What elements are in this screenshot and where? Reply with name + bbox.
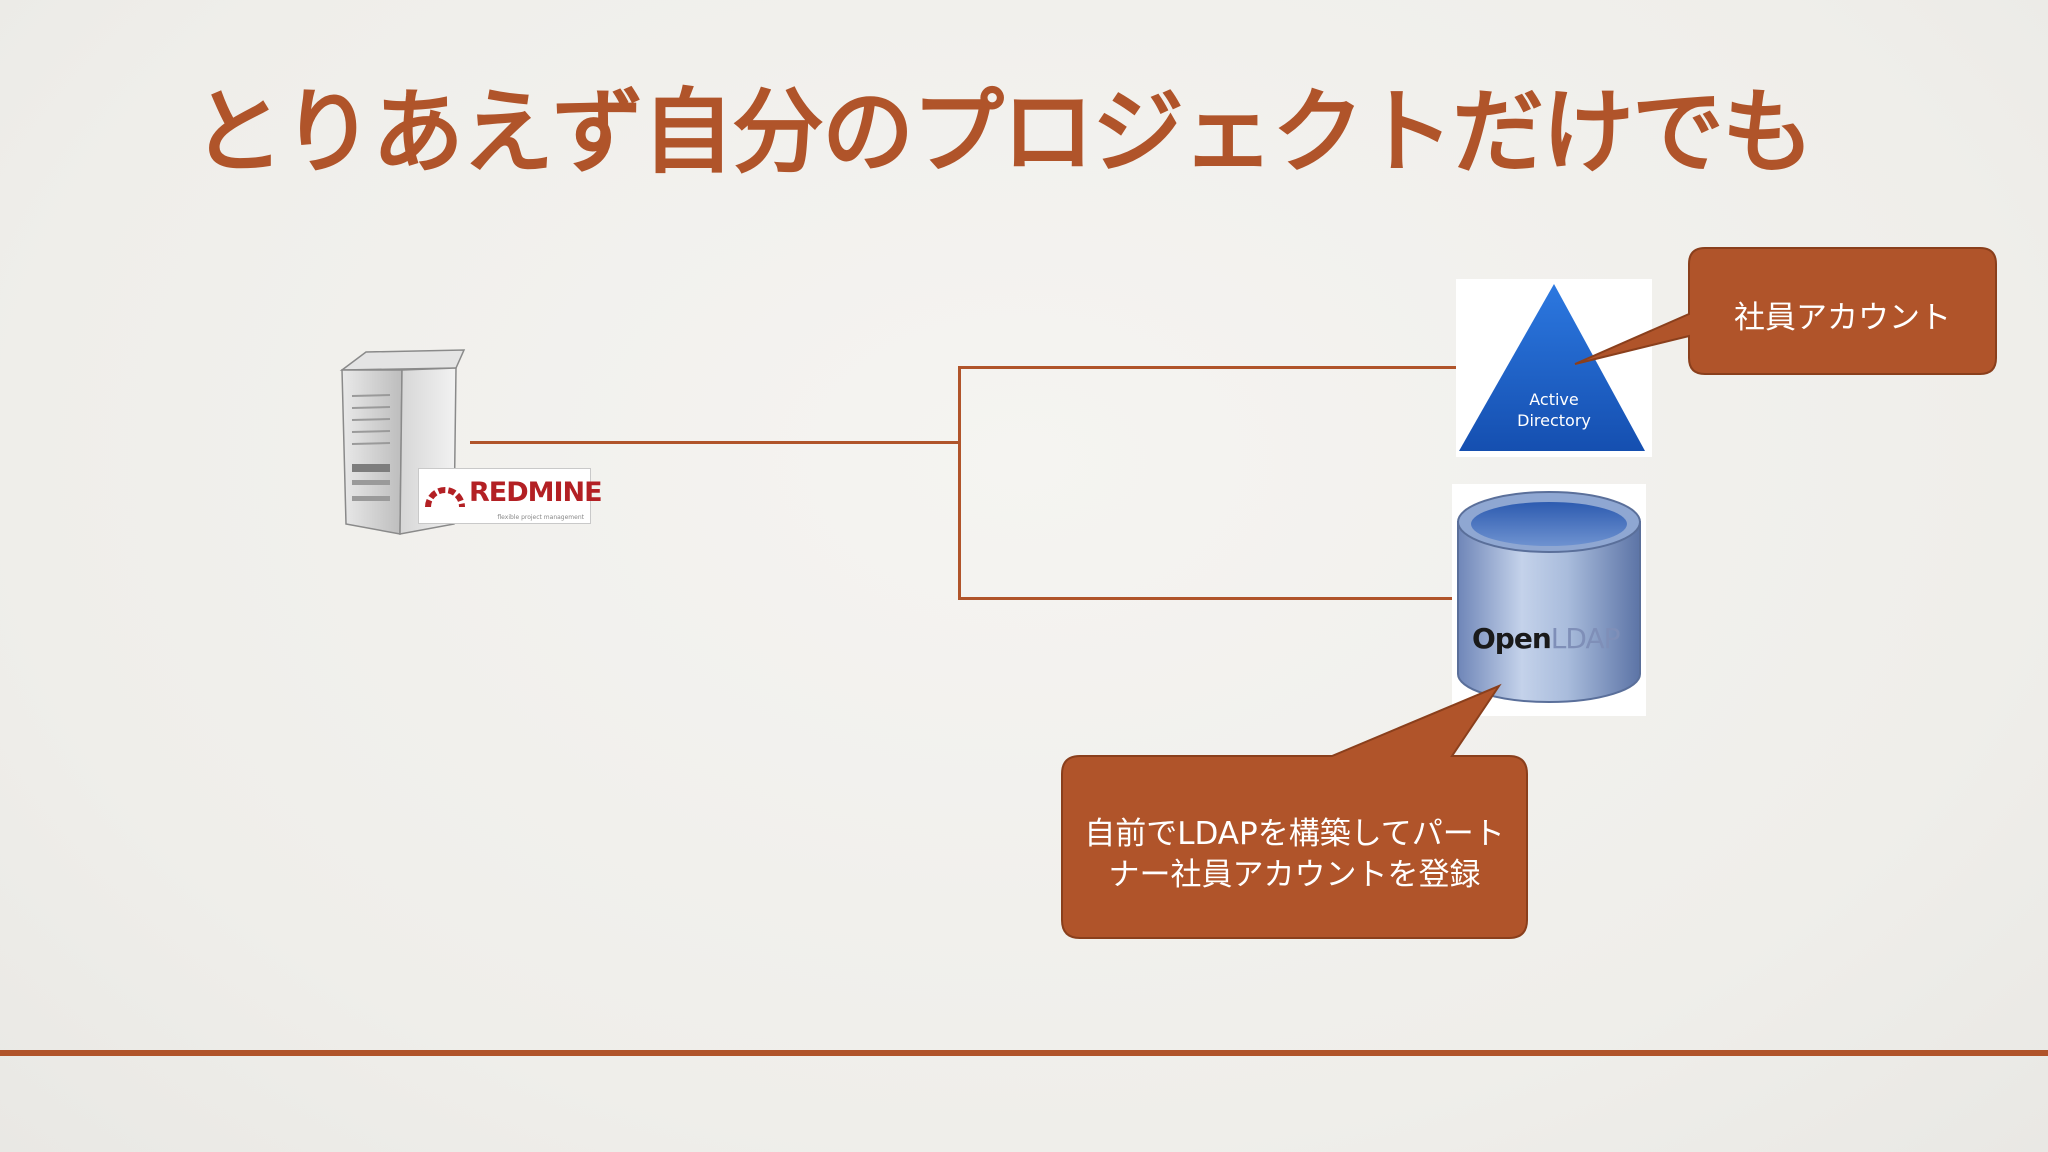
callout-ldap-note-line1: 自前でLDAPを構築してパート (1062, 808, 1527, 853)
active-directory-label-2: Directory (1456, 410, 1652, 431)
connector-junction-vertical (958, 366, 961, 600)
connector-to-openldap (958, 597, 1456, 600)
callout-employee-accounts-text: 社員アカウント (1689, 292, 1996, 337)
slide-title: とりあえず自分のプロジェクトだけでも (192, 58, 1812, 191)
connector-server-to-junction (470, 441, 961, 444)
bottom-rule (0, 1050, 2048, 1056)
redmine-tagline: flexible project management (497, 514, 584, 521)
openldap-label: OpenLDAP (1472, 622, 1620, 655)
active-directory-label-1: Active (1456, 389, 1652, 410)
database-cylinder-icon (1452, 484, 1646, 716)
openldap-label-ldap: LDAP (1551, 622, 1620, 655)
openldap-node: OpenLDAP (1452, 484, 1646, 716)
redmine-arc-icon (425, 479, 465, 509)
callout-ldap-note-line2: ナー社員アカウントを登録 (1062, 849, 1527, 894)
active-directory-node: Active Directory (1456, 279, 1652, 457)
connector-to-active-directory (958, 366, 1456, 369)
openldap-label-open: Open (1472, 622, 1551, 655)
redmine-logo: REDMINE flexible project management (418, 468, 591, 524)
redmine-logo-text: REDMINE (469, 477, 602, 508)
